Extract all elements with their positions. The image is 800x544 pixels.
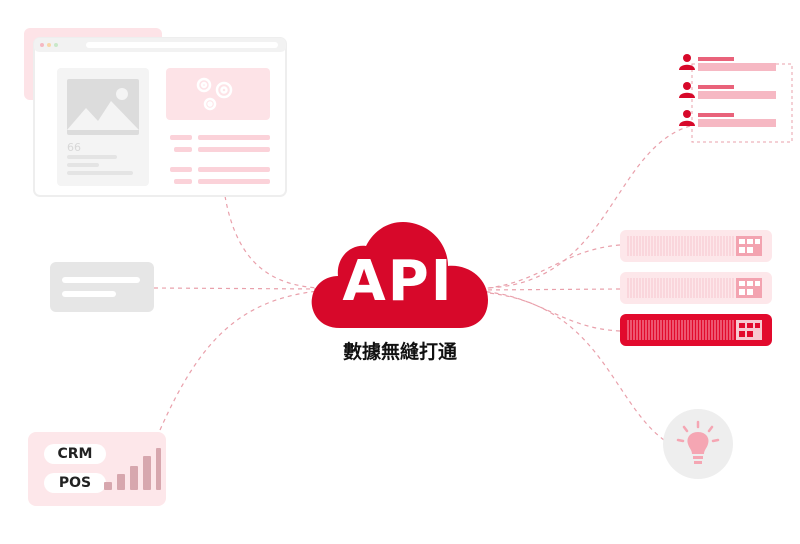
api-caption: 數據無縫打通 bbox=[342, 341, 457, 363]
connector-calendar-bottom bbox=[477, 290, 621, 332]
user-icon bbox=[679, 54, 695, 126]
connector-users bbox=[477, 125, 691, 289]
gear-icon bbox=[196, 77, 233, 111]
api-title: API bbox=[342, 249, 454, 314]
image-icon bbox=[67, 79, 139, 135]
connector-browser bbox=[224, 195, 319, 289]
connector-lightbulb bbox=[477, 291, 665, 441]
browser-window-icon: 66 bbox=[24, 28, 287, 197]
connector-calendar-top bbox=[477, 244, 621, 290]
connector-crm bbox=[159, 290, 319, 431]
pos-label: POS bbox=[44, 473, 106, 493]
browser-window: 66 bbox=[24, 28, 288, 200]
calendar-bars bbox=[620, 230, 772, 346]
connector-grey-card bbox=[153, 287, 319, 290]
crm-label: CRM bbox=[44, 444, 106, 464]
cloud-icon bbox=[311, 222, 488, 328]
lightbulb-icon bbox=[676, 420, 720, 464]
grey-info-card bbox=[50, 262, 154, 312]
lightbulb-badge bbox=[662, 408, 734, 480]
crm-pos-card: CRM POS bbox=[28, 432, 166, 506]
user-list-card bbox=[676, 48, 794, 144]
quote-icon: 66 bbox=[67, 141, 81, 154]
bar-chart-icon bbox=[104, 448, 161, 490]
